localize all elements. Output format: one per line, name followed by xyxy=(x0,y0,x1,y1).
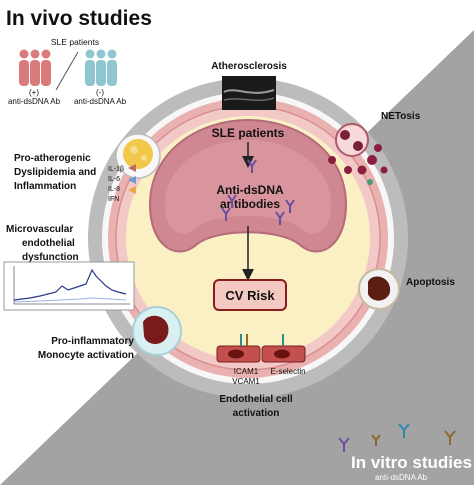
sle-patients-center: SLE patients xyxy=(212,126,285,140)
cytokine-triangles-icon xyxy=(128,164,136,194)
ultrasound-wall-line xyxy=(223,97,275,102)
atherosclerosis-label: Atherosclerosis xyxy=(211,61,287,72)
microvascular-label-line1: Microvascular xyxy=(6,224,73,235)
endothelial-label-line1: Endothelial cell xyxy=(219,394,293,405)
negative-label: anti-dsDNA Ab xyxy=(74,97,127,106)
in-vivo-group-label: SLE patients xyxy=(51,37,99,47)
antibodies-line2: antibodies xyxy=(220,197,280,211)
microvascular-label-line3: dysfunction xyxy=(22,252,79,263)
eselectin-label: E-selectin xyxy=(270,367,305,376)
dyslipidemia-label-line3: Inflammation xyxy=(14,181,76,192)
netosis-cells-icon xyxy=(328,123,388,185)
dyslipidemia-label-line1: Pro-atherogenic xyxy=(14,153,91,164)
patient-figures-negative xyxy=(85,49,117,86)
microvascular-label-line2: endothelial xyxy=(22,238,75,249)
in-vivo-title: In vivo studies xyxy=(6,7,152,30)
antibodies-line1: Anti-dsDNA xyxy=(216,183,284,197)
patient-figures-positive xyxy=(19,49,51,86)
cytokine-2: IL-6 xyxy=(108,176,120,183)
endothelial-cells-icon xyxy=(216,334,306,363)
cytokine-4: IFN xyxy=(108,196,119,203)
negative-sign: (-) xyxy=(96,88,104,97)
apoptosis-label: Apoptosis xyxy=(406,277,455,288)
ultrasound-artery-line xyxy=(223,89,275,94)
cv-risk-box xyxy=(213,279,287,311)
endothelial-label-line2: activation xyxy=(233,408,280,419)
in-vitro-subtitle: anti-dsDNA Ab xyxy=(375,473,428,482)
group-divider xyxy=(55,51,79,91)
microvascular-chart-icon xyxy=(3,261,135,311)
vcam-label: VCAM1 xyxy=(232,377,260,386)
positive-sign: (+) xyxy=(29,88,39,97)
dyslipidemia-label-line2: Dyslipidemia and xyxy=(14,167,96,178)
adipocyte-icon xyxy=(115,133,161,179)
antibody-icon xyxy=(221,159,295,225)
icam-label: ICAM1 xyxy=(234,367,259,376)
cytokine-1: IL-1β xyxy=(108,166,124,173)
positive-label: anti-dsDNA Ab xyxy=(8,97,61,106)
monocyte-icon xyxy=(132,306,182,356)
monocyte-label-line2: Monocyte activation xyxy=(38,350,134,361)
netosis-label: NETosis xyxy=(381,111,421,122)
apoptotic-cell-icon xyxy=(358,268,400,310)
cytokine-3: IL-8 xyxy=(108,186,120,193)
in-vitro-title: In vitro studies xyxy=(351,453,472,472)
cv-risk-label: CV Risk xyxy=(225,288,275,303)
monocyte-label-line1: Pro-inflammatory xyxy=(51,336,134,347)
antibody-scatter-icon xyxy=(338,423,456,452)
